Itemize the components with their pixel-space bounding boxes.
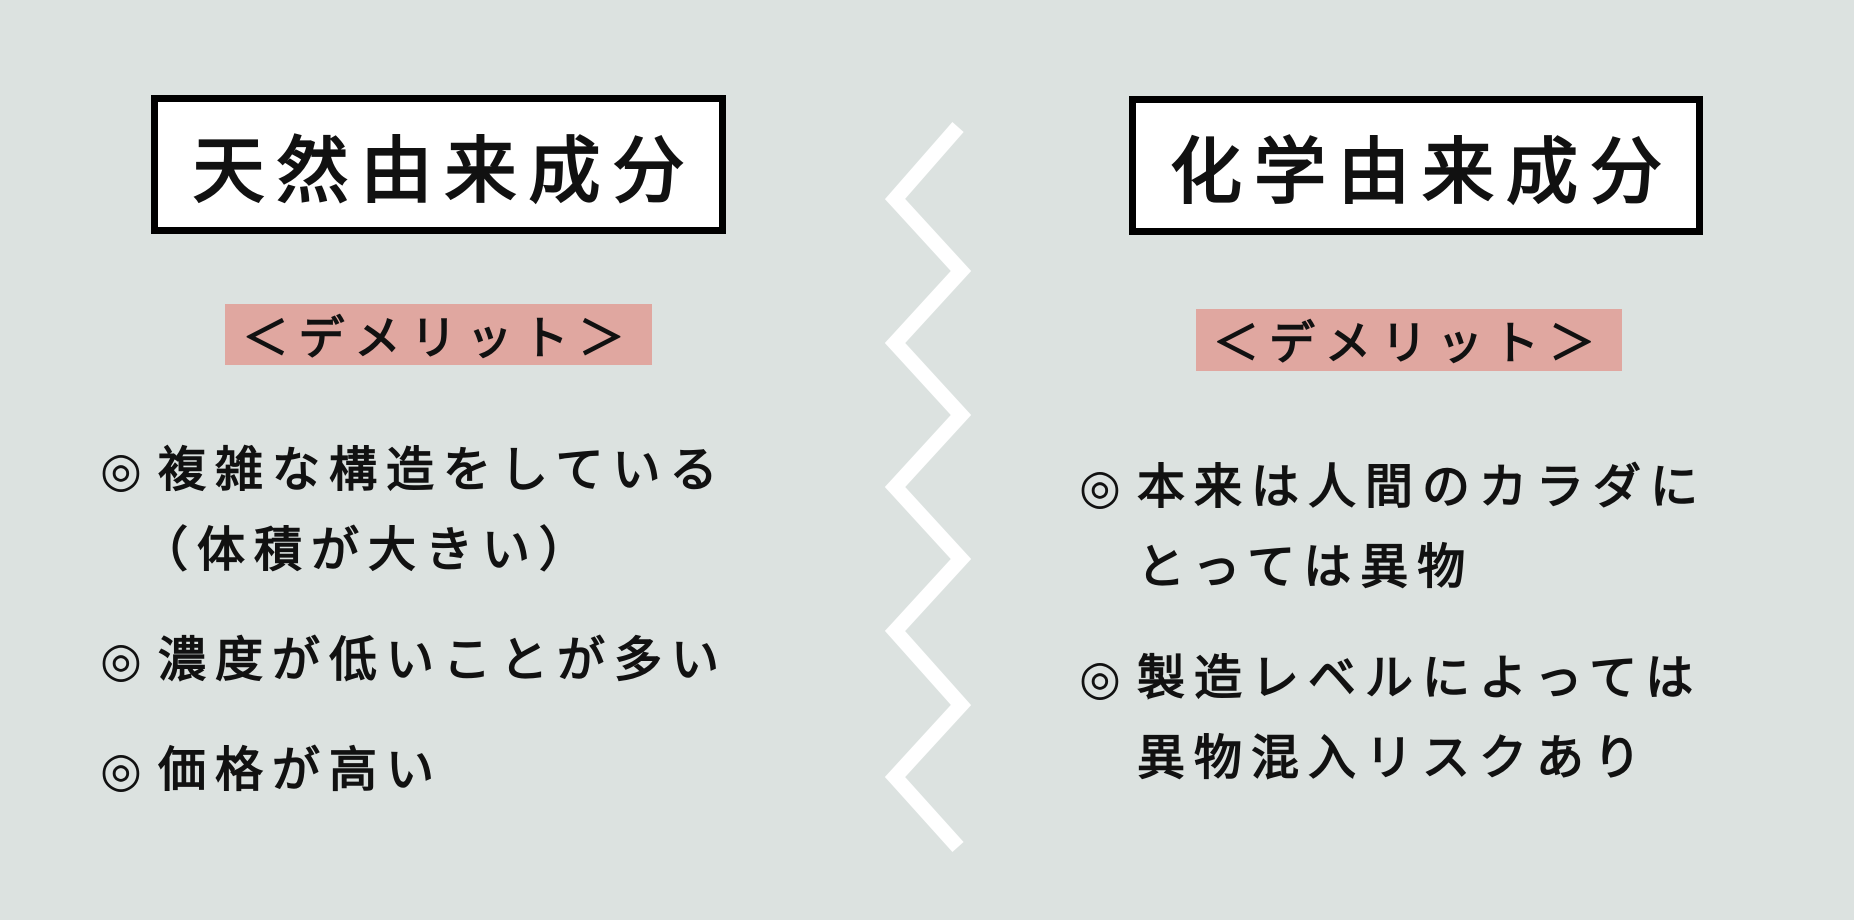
left-title-box: 天然由来成分	[151, 95, 726, 234]
right-title: 化学由来成分	[1169, 130, 1674, 214]
right-item-2-line2: 異物混入リスクあり	[1137, 730, 1651, 786]
left-item-1: ◎ 複雑な構造をしている （体積が大きい）	[100, 430, 727, 590]
right-demerit-label: ＜デメリット＞	[1196, 309, 1622, 371]
double-circle-bullet-icon: ◎	[1079, 650, 1121, 706]
left-title: 天然由来成分	[192, 129, 697, 213]
left-demerit-label-text: ＜デメリット＞	[242, 310, 635, 365]
right-demerit-label-text: ＜デメリット＞	[1213, 316, 1605, 370]
left-item-3-line1: 価格が高い	[158, 742, 444, 798]
double-circle-bullet-icon: ◎	[100, 632, 142, 688]
left-demerit-label: ＜デメリット＞	[225, 304, 652, 365]
left-item-1-line1: 複雑な構造をしている	[158, 442, 727, 498]
double-circle-bullet-icon: ◎	[1079, 459, 1121, 515]
left-item-2: ◎ 濃度が低いことが多い	[100, 620, 728, 700]
left-item-2-line1: 濃度が低いことが多い	[158, 632, 729, 688]
left-item-3: ◎ 価格が高い	[100, 730, 443, 810]
right-item-1-line2: とっては異物	[1137, 539, 1475, 595]
double-circle-bullet-icon: ◎	[100, 742, 142, 798]
right-item-2: ◎ 製造レベルによっては 異物混入リスクあり	[1079, 638, 1702, 798]
left-item-1-line2: （体積が大きい）	[140, 522, 597, 578]
right-title-box: 化学由来成分	[1129, 96, 1703, 235]
right-item-1: ◎ 本来は人間のカラダに とっては異物	[1079, 447, 1707, 607]
right-item-2-line1: 製造レベルによっては	[1137, 650, 1703, 706]
double-circle-bullet-icon: ◎	[100, 442, 142, 498]
right-item-1-line1: 本来は人間のカラダに	[1137, 459, 1708, 515]
